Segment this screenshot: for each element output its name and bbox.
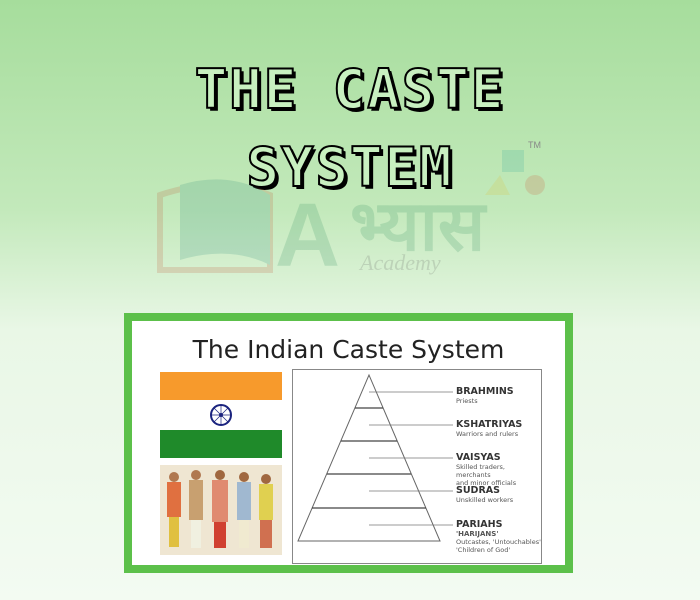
caste-label-brahmins: BRAHMINS Priests bbox=[456, 386, 514, 405]
caste-system-card: The Indian Caste System bbox=[124, 313, 573, 573]
card-title: The Indian Caste System bbox=[192, 335, 505, 364]
caste-label-vaisyas: VAISYAS Skilled traders, merchants and m… bbox=[456, 452, 541, 487]
caste-desc: 'Children of God' bbox=[456, 546, 511, 554]
caste-name: SUDRAS bbox=[456, 485, 500, 496]
caste-name: KSHATRIYAS bbox=[456, 419, 523, 430]
trademark: TM bbox=[528, 140, 541, 150]
slide-title-line2: SYSTEM bbox=[245, 135, 454, 200]
watermark-sub: Academy bbox=[360, 250, 441, 275]
pyramid-shape bbox=[297, 373, 453, 542]
india-flag-image bbox=[160, 372, 282, 458]
shapes-icon bbox=[485, 150, 545, 195]
caste-label-pariahs: PARIAHS 'HARIJANS' Outcastes, 'Untouchab… bbox=[456, 519, 541, 554]
caste-name: PARIAHS bbox=[456, 519, 503, 530]
caste-desc: Outcastes, 'Untouchables' bbox=[456, 538, 541, 546]
caste-desc: Priests bbox=[456, 397, 478, 405]
caste-name: BRAHMINS bbox=[456, 386, 514, 397]
caste-subname: 'HARIJANS' bbox=[456, 530, 499, 538]
caste-desc: Unskilled workers bbox=[456, 496, 514, 504]
watermark-letter: A bbox=[275, 186, 340, 286]
watermark-hindi: भ्यास bbox=[350, 187, 486, 265]
book-icon bbox=[157, 179, 273, 273]
watermark-logo: A भ्यास Academy bbox=[150, 150, 550, 286]
caste-desc: Warriors and rulers bbox=[456, 430, 519, 438]
caste-pyramid-diagram: BRAHMINS Priests KSHATRIYAS Warriors and… bbox=[292, 369, 542, 564]
caste-desc: Skilled traders, merchants bbox=[456, 463, 505, 479]
caste-label-kshatriyas: KSHATRIYAS Warriors and rulers bbox=[456, 419, 522, 438]
caste-desc: and minor officials bbox=[456, 479, 517, 487]
slide-title-line1: THE CASTE bbox=[194, 57, 506, 122]
people-illustration-image bbox=[160, 465, 282, 555]
caste-label-sudras: SUDRAS Unskilled workers bbox=[456, 485, 513, 504]
caste-name: VAISYAS bbox=[456, 452, 501, 463]
